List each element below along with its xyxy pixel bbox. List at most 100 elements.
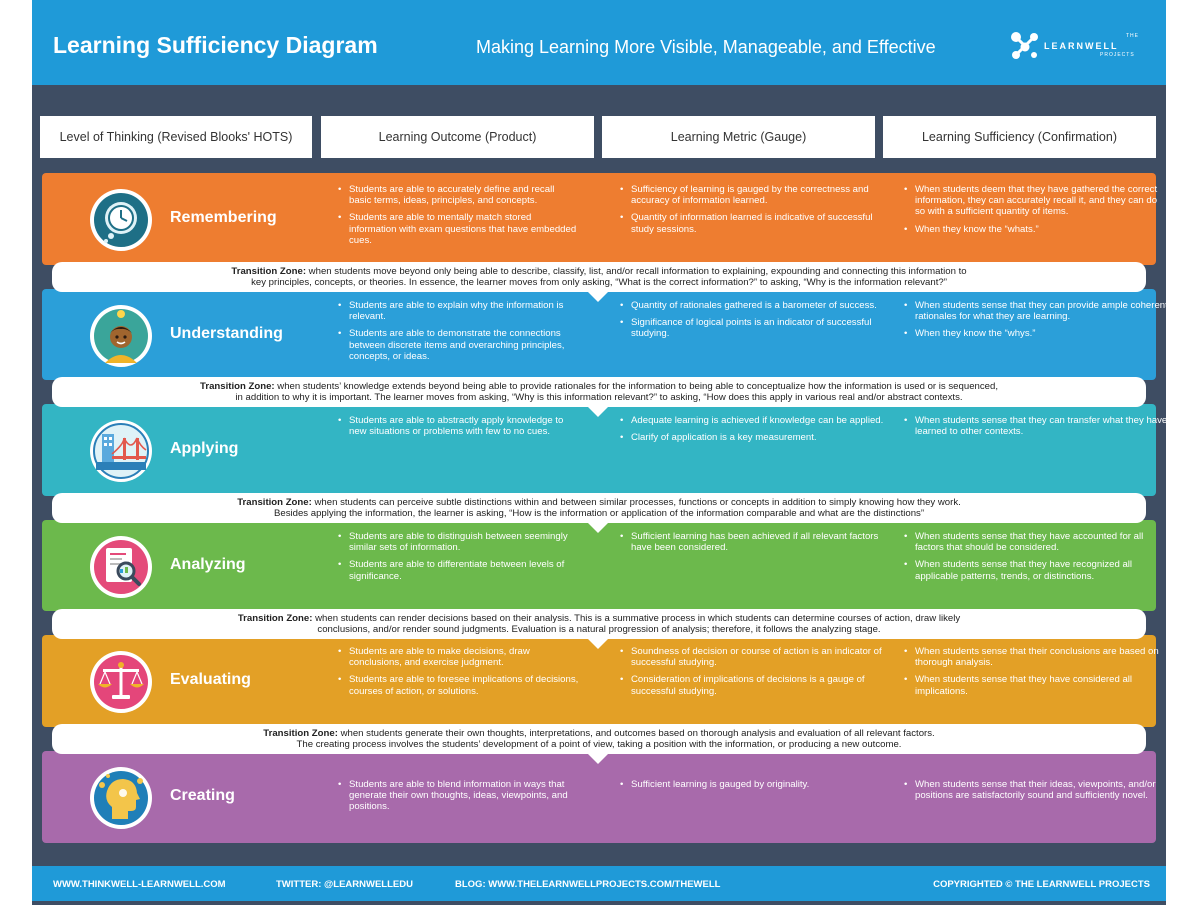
learnwell-logo: THE LEARNWELL PROJECTS [1008, 28, 1158, 64]
bridge-icon [90, 420, 152, 482]
down-arrow-icon [587, 753, 609, 764]
metric-list: Quantity of rationales gathered is a bar… [618, 300, 886, 346]
list-item: Consideration of implications of decisio… [620, 674, 886, 696]
outcome-list: Students are able to accurately define a… [336, 184, 579, 252]
list-item: Adequate learning is achieved if knowled… [620, 415, 886, 426]
transition-text: key principles, concepts, or theories. I… [251, 277, 947, 288]
list-item: When students sense that they can transf… [904, 415, 1169, 437]
down-arrow-icon [587, 291, 609, 302]
level-name: Applying [170, 440, 239, 457]
outcome-list: Students are able to abstractly apply kn… [336, 415, 579, 443]
transition-zone-1: Transition Zone: when students move beyo… [52, 262, 1146, 302]
list-item: When students sense that they have recog… [904, 559, 1169, 581]
down-arrow-icon [587, 406, 609, 417]
list-item: Students are able to demonstrate the con… [338, 328, 579, 362]
transition-text: when students can perceive subtle distin… [311, 496, 961, 508]
sufficiency-list: When students deem that they have gather… [902, 184, 1169, 241]
sufficiency-list: When students sense that they can transf… [902, 415, 1169, 443]
metric-list: Sufficiency of learning is gauged by the… [618, 184, 886, 241]
transition-text: when students’ knowledge extends beyond … [274, 380, 998, 392]
metric-list: Sufficient learning is gauged by origina… [618, 779, 886, 796]
transition-text: when students generate their own thought… [337, 727, 935, 739]
transition-label: Transition Zone: [200, 380, 275, 392]
student-lightbulb-icon [90, 305, 152, 367]
logo-the: THE [1126, 33, 1139, 39]
outcome-list: Students are able to explain why the inf… [336, 300, 579, 368]
transition-label: Transition Zone: [237, 496, 312, 508]
list-item: Students are able to blend information i… [338, 779, 579, 813]
molecule-logo-icon [1011, 32, 1038, 59]
poster: Learning Sufficiency Diagram Making Lear… [32, 0, 1169, 905]
metric-list: Soundness of decision or course of actio… [618, 646, 886, 703]
level-name: Analyzing [170, 556, 246, 573]
transition-zone-3: Transition Zone: when students can perce… [52, 493, 1146, 533]
sufficiency-list: When students sense that their ideas, vi… [902, 779, 1169, 807]
transition-zone-4: Transition Zone: when students can rende… [52, 609, 1146, 649]
list-item: When students sense that they have accou… [904, 531, 1169, 553]
level-band-analyzing: Analyzing Students are able to distingui… [42, 520, 1156, 611]
list-item: When students sense that they can provid… [904, 300, 1169, 322]
column-header-sufficiency: Learning Sufficiency (Confirmation) [883, 116, 1156, 158]
list-item: Students are able to explain why the inf… [338, 300, 579, 322]
column-header-level: Level of Thinking (Revised Blooks' HOTS) [40, 116, 312, 158]
metric-list: Sufficient learning has been achieved if… [618, 531, 886, 559]
list-item: Students are able to accurately define a… [338, 184, 579, 206]
list-item: Sufficient learning has been achieved if… [620, 531, 886, 553]
scales-icon [90, 651, 152, 713]
level-name: Evaluating [170, 671, 251, 688]
list-item: Soundness of decision or course of actio… [620, 646, 886, 668]
transition-text: when students can render decisions based… [312, 612, 961, 624]
transition-text: in addition to why it is important. The … [235, 392, 963, 403]
column-header-outcome: Learning Outcome (Product) [321, 116, 594, 158]
list-item: Quantity of rationales gathered is a bar… [620, 300, 886, 311]
down-arrow-icon [587, 638, 609, 649]
head-ideas-icon [90, 767, 152, 829]
level-band-remembering: Remembering Students are able to accurat… [42, 173, 1157, 265]
list-item: Students are able to abstractly apply kn… [338, 415, 579, 437]
list-item: Sufficient learning is gauged by origina… [620, 779, 886, 790]
page-subtitle: Making Learning More Visible, Manageable… [476, 37, 936, 57]
transition-label: Transition Zone: [263, 727, 338, 739]
list-item: When they know the “whys.” [904, 328, 1169, 339]
down-arrow-icon [587, 522, 609, 533]
level-name: Understanding [170, 325, 283, 342]
transition-text: conclusions, and/or render sound judgmen… [317, 624, 881, 635]
logo-name: LEARNWELL [1044, 41, 1119, 51]
level-band-creating: Creating Students are able to blend info… [42, 751, 1156, 843]
list-item: Students are able to make decisions, dra… [338, 646, 579, 668]
list-item: Students are able to mentally match stor… [338, 212, 579, 246]
sufficiency-list: When students sense that they can provid… [902, 300, 1169, 346]
level-band-evaluating: Evaluating Students are able to make dec… [42, 635, 1159, 727]
transition-label: Transition Zone: [237, 612, 313, 624]
list-item: Students are able to foresee implication… [338, 674, 579, 696]
list-item: Clarify of application is a key measurem… [620, 432, 886, 443]
header-bar: Learning Sufficiency Diagram Making Lear… [32, 0, 1166, 85]
list-item: Quantity of information learned is indic… [620, 212, 886, 234]
footer-bar: WWW.THINKWELL-LEARNWELL.COM TWITTER: @LE… [32, 866, 1166, 901]
list-item: Significance of logical points is an ind… [620, 317, 886, 339]
transition-label: Transition Zone: [231, 265, 307, 277]
footer-blog-link[interactable]: BLOG: WWW.THELEARNWELLPROJECTS.COM/THEWE… [455, 879, 721, 890]
transition-zone-2: Transition Zone: when students’ knowledg… [52, 377, 1146, 417]
logo-sub: PROJECTS [1100, 52, 1135, 58]
list-item: Students are able to distinguish between… [338, 531, 579, 553]
level-name: Remembering [170, 209, 277, 226]
level-band-applying: Applying Students are able to abstractly… [42, 404, 1167, 496]
transition-text: Besides applying the information, the le… [273, 508, 925, 519]
outcome-list: Students are able to blend information i… [336, 779, 579, 819]
list-item: When students sense that their ideas, vi… [904, 779, 1169, 801]
footer-website-link[interactable]: WWW.THINKWELL-LEARNWELL.COM [53, 879, 226, 890]
sufficiency-list: When students sense that they have accou… [902, 531, 1169, 588]
footer-twitter-link[interactable]: TWITTER: @LEARNWELLEDU [276, 879, 413, 890]
page-title: Learning Sufficiency Diagram [53, 32, 378, 58]
transition-text: when students move beyond only being abl… [306, 265, 967, 277]
list-item: When students sense that they have consi… [904, 674, 1169, 696]
footer-copyright: COPYRIGHTED © THE LEARNWELL PROJECTS [933, 879, 1150, 890]
list-item: When they know the “whats.” [904, 224, 1169, 235]
column-header-metric: Learning Metric (Gauge) [602, 116, 875, 158]
outcome-list: Students are able to distinguish between… [336, 531, 579, 588]
list-item: Sufficiency of learning is gauged by the… [620, 184, 886, 206]
outcome-list: Students are able to make decisions, dra… [336, 646, 579, 703]
transition-zone-5: Transition Zone: when students generate … [52, 724, 1146, 764]
metric-list: Adequate learning is achieved if knowled… [618, 415, 886, 449]
